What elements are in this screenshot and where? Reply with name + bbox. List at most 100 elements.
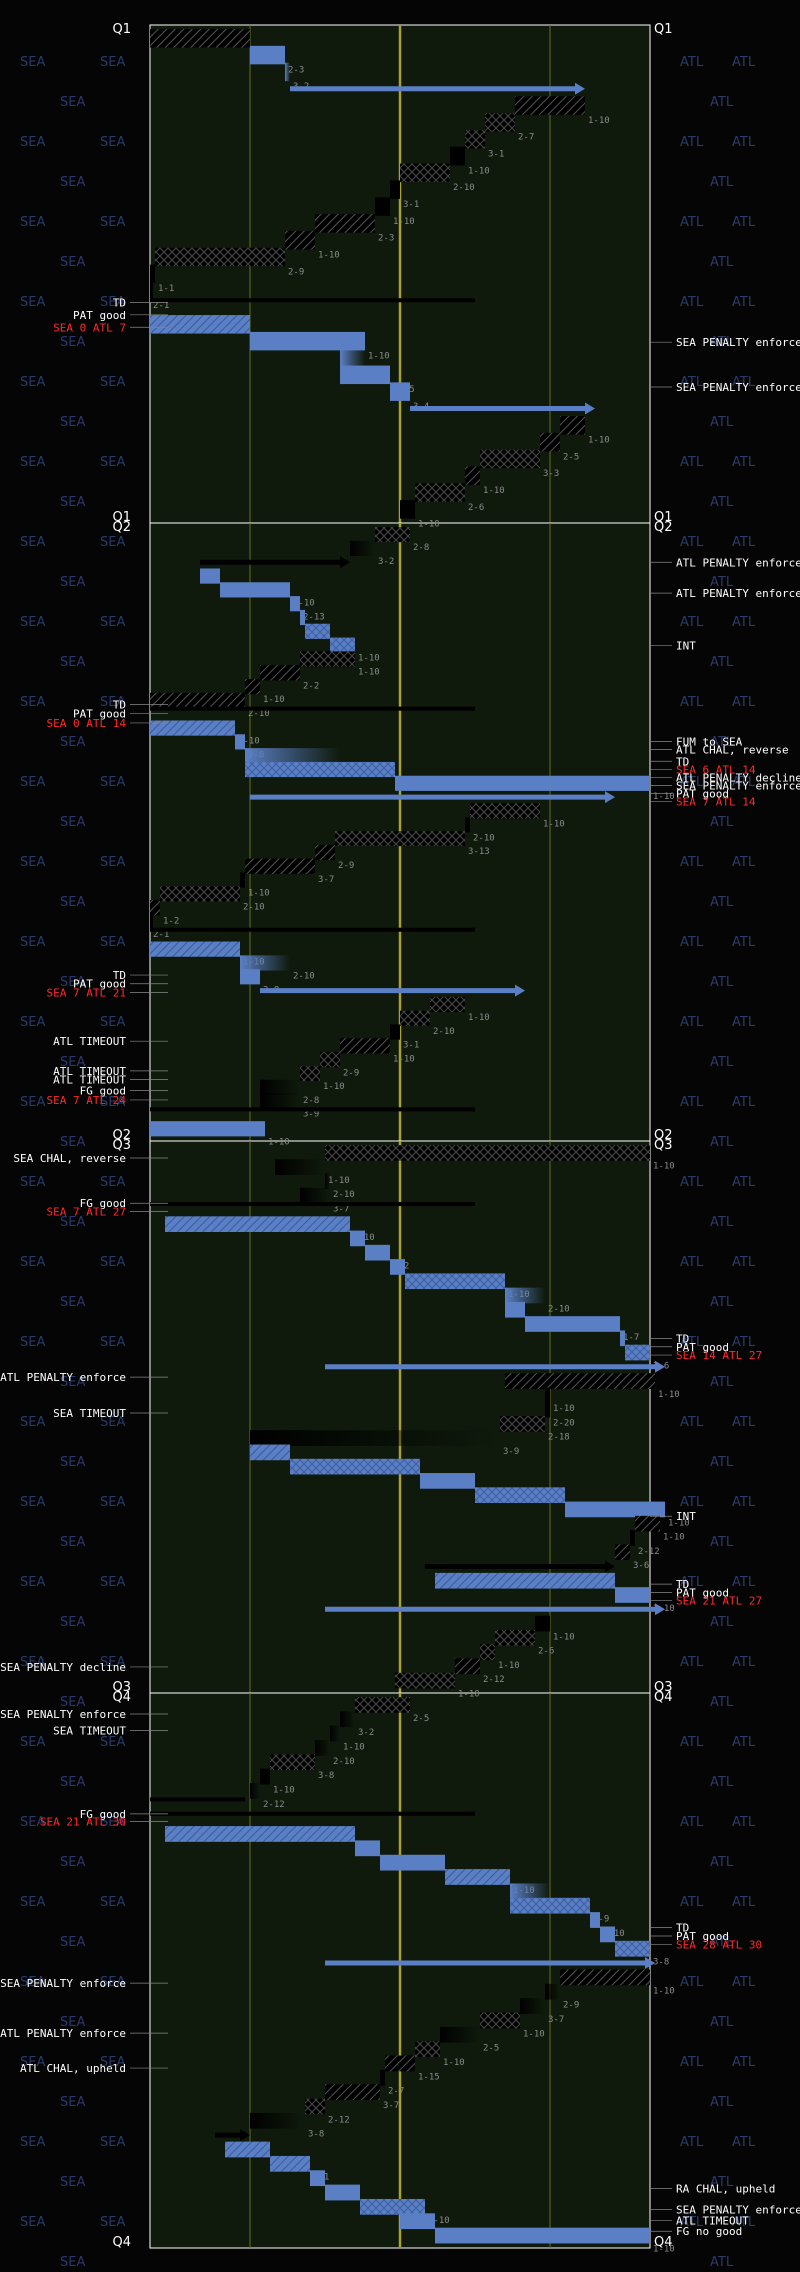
- watermark-text: ATL: [732, 455, 756, 470]
- quarter-label-top: Q3: [112, 1138, 131, 1153]
- kick-arrow-head: [575, 82, 585, 95]
- down-distance-label: 2-10: [243, 902, 265, 912]
- down-distance-label: 1-10: [553, 1632, 575, 1642]
- watermark-text: ATL: [732, 935, 756, 950]
- watermark-text: ATL: [710, 1215, 734, 1230]
- watermark-text: SEA: [20, 1335, 45, 1350]
- watermark-text: SEA: [20, 935, 45, 950]
- watermark-text: SEA: [100, 775, 125, 790]
- watermark-text: SEA: [100, 215, 125, 230]
- atl-play-bar: [480, 449, 540, 469]
- watermark-text: ATL: [710, 95, 734, 110]
- kickoff-bar: [150, 706, 475, 711]
- watermark-text: SEA: [100, 1095, 125, 1110]
- down-distance-label: 3-13: [468, 847, 490, 857]
- down-distance-label: 1-10: [238, 737, 260, 747]
- watermark-text: SEA: [100, 2215, 125, 2230]
- watermark-text: ATL: [710, 975, 734, 990]
- play-callout: PAT good: [73, 309, 126, 322]
- sea-play-bar: [390, 382, 410, 401]
- sea-play-bar: [395, 775, 650, 791]
- field-layer: [149, 24, 651, 2249]
- watermark-text: ATL: [710, 895, 734, 910]
- sea-play-bar: [305, 623, 330, 639]
- watermark-text: SEA: [100, 135, 125, 150]
- watermark-text: SEA: [100, 1815, 125, 1830]
- sea-play-bar: [355, 1840, 380, 1857]
- atl-play-bar: [385, 2055, 415, 2072]
- atl-play-bar: [250, 1783, 260, 1799]
- down-distance-label: 1-10: [343, 1742, 365, 1752]
- watermark-text: ATL: [680, 1495, 704, 1510]
- atl-play-bar: [615, 1544, 630, 1561]
- play-callout: SEA TIMEOUT: [53, 1407, 126, 1420]
- atl-play-bar: [480, 1644, 495, 1660]
- down-distance-label: 2-5: [563, 452, 579, 462]
- watermark-text: SEA: [60, 1055, 85, 1070]
- down-distance-label: 1-10: [543, 820, 565, 830]
- down-distance-label: 3-3: [543, 469, 559, 479]
- sea-play-bar: [285, 62, 290, 82]
- watermark-text: SEA: [60, 895, 85, 910]
- down-distance-label: 1-10: [653, 792, 675, 802]
- sea-play-bar: [400, 2213, 435, 2230]
- down-distance-label: 2-9: [343, 1068, 359, 1078]
- watermark-text: SEA: [100, 1495, 125, 1510]
- watermark-text: ATL: [710, 1455, 734, 1470]
- watermark-text: SEA: [100, 855, 125, 870]
- watermark-text: ATL: [710, 1135, 734, 1150]
- watermark-text: SEA: [60, 975, 85, 990]
- quarter-label-bottom: Q3: [112, 1680, 131, 1695]
- watermark-text: SEA: [100, 1175, 125, 1190]
- watermark-text: ATL: [680, 1255, 704, 1270]
- down-distance-label: 2-13: [303, 612, 325, 622]
- watermark-text: ATL: [680, 455, 704, 470]
- atl-play-bar: [545, 1401, 550, 1418]
- watermark-text: SEA: [20, 1575, 45, 1590]
- down-distance-label: 2-10: [433, 1027, 455, 1037]
- watermark-text: ATL: [710, 335, 734, 350]
- play-callout: SEA CHAL, reverse: [13, 1152, 126, 1165]
- play-callout: FG good: [80, 1085, 126, 1098]
- down-distance-label: 2-8: [413, 543, 429, 553]
- atl-play-bar: [430, 996, 465, 1013]
- watermark-text: SEA: [20, 775, 45, 790]
- down-distance-label: 3-7: [318, 875, 334, 885]
- down-distance-label: 3-7: [383, 2101, 399, 2111]
- atl-play-bar: [300, 1065, 320, 1082]
- atl-play-bar: [340, 1711, 355, 1728]
- atl-play-bar: [350, 540, 375, 557]
- watermark-text: ATL: [710, 1375, 734, 1390]
- play-callout: TD: [676, 755, 689, 768]
- atl-play-bar: [395, 1672, 455, 1689]
- atl-play-bar: [390, 1024, 400, 1040]
- atl-play-bar: [315, 214, 375, 233]
- quarter-label-bottom: Q4: [112, 2235, 131, 2250]
- kick-arrow-head: [645, 1957, 655, 1970]
- watermark-text: ATL: [732, 1815, 756, 1830]
- sea-play-bar: [340, 365, 390, 385]
- down-distance-label: 2-2: [303, 681, 319, 691]
- kick-arrow-head: [655, 1360, 665, 1373]
- down-distance-label: 1-1: [158, 284, 174, 294]
- watermark-text: ATL: [732, 215, 756, 230]
- watermark-text: SEA: [100, 1895, 125, 1910]
- watermark-text: SEA: [60, 815, 85, 830]
- sea-play-bar: [510, 1883, 550, 1900]
- watermark-text: SEA: [60, 1375, 85, 1390]
- play-callout: SEA PENALTY enforce: [676, 381, 800, 394]
- watermark-text: ATL: [732, 775, 756, 790]
- down-distance-label: 2-6: [468, 503, 484, 513]
- play-callout: PAT good: [676, 1586, 729, 1599]
- watermark-text: SEA: [100, 535, 125, 550]
- atl-play-bar: [150, 264, 155, 284]
- atl-play-bar: [155, 247, 285, 267]
- watermark-text: SEA: [100, 55, 125, 70]
- watermark-text: ATL: [732, 855, 756, 870]
- sea-play-bar: [420, 1473, 475, 1489]
- down-distance-label: 1-2: [163, 916, 179, 926]
- watermark-text: SEA: [20, 1175, 45, 1190]
- sea-play-bar: [360, 2198, 425, 2215]
- play-callout: PAT good: [73, 978, 126, 991]
